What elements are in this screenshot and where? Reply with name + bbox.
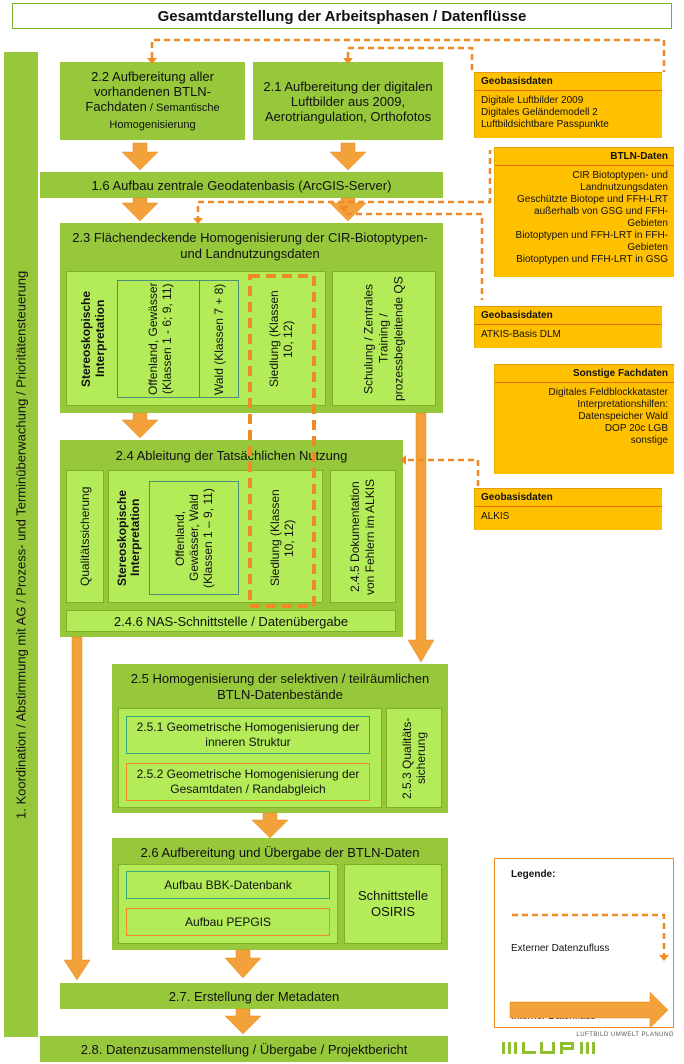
side-line: ATKIS-Basis DLM bbox=[481, 329, 561, 340]
side-geobasis-3-head: Geobasisdaten bbox=[475, 489, 662, 507]
side-line: Geschützte Biotope und FFH-LRT außerhalb… bbox=[517, 194, 668, 229]
box-2-4-qs: Qualitätssicherung bbox=[66, 470, 104, 603]
side-geobasis-2: Geobasisdaten ATKIS-Basis DLM bbox=[474, 306, 662, 348]
box-2-3-offenland: Offenland, Gewässer (Klassen 1 - 6; 9, 1… bbox=[146, 282, 174, 396]
box-2-4-offenland: Offenland, Gewässer, Wald (Klassen 1 – 9… bbox=[149, 481, 239, 595]
box-2-4-siedlung: Siedlung (Klassen 10, 12) bbox=[268, 489, 296, 587]
box-2-6-osiris: Schnittstelle OSIRIS bbox=[344, 864, 442, 944]
box-2-1: 2.1 Aufbereitung der digitalen Luftbilde… bbox=[253, 62, 443, 140]
side-geobasis-2-body: ATKIS-Basis DLM bbox=[475, 325, 662, 345]
box-2-4-stereo: Stereoskopische Interpretation bbox=[115, 489, 142, 586]
box-2-5-title: 2.5 Homogenisierung der selektiven / tei… bbox=[130, 671, 430, 702]
side-geobasis-1-body: Digitale Luftbilder 2009 Digitales Gelän… bbox=[475, 91, 662, 135]
side-line: Digitale Luftbilder 2009 bbox=[481, 95, 584, 106]
sidebar-coordination: 1. Koordination / Abstimmung mit AG / Pr… bbox=[4, 52, 38, 1037]
side-line: sonstige bbox=[630, 435, 668, 446]
box-2-3-stereo: Stereoskopische Interpretation bbox=[79, 290, 107, 387]
box-2-3: 2.3 Flächendeckende Homogenisierung der … bbox=[60, 223, 443, 413]
logo-mark-icon bbox=[502, 1042, 595, 1054]
box-2-6: 2.6 Aufbereitung und Übergabe der BTLN-D… bbox=[112, 838, 448, 950]
box-2-3-group bbox=[117, 280, 239, 398]
side-geobasis-2-head: Geobasisdaten bbox=[475, 307, 662, 325]
side-btln-body: CIR Biotoptypen- und Landnutzungsdaten G… bbox=[495, 166, 674, 270]
side-geobasis-3-body: ALKIS bbox=[475, 507, 662, 527]
box-2-5-item2: 2.5.2 Geometrische Homogenisierung der G… bbox=[126, 763, 370, 801]
box-2-5: 2.5 Homogenisierung der selektiven / tei… bbox=[112, 664, 448, 813]
box-2-3-divider bbox=[199, 280, 200, 398]
side-line: Interpretationshilfen: bbox=[577, 399, 668, 410]
box-2-6-bbk: Aufbau BBK-Datenbank bbox=[126, 871, 330, 899]
box-2-6-panel bbox=[118, 864, 338, 944]
box-2-5-item1: 2.5.1 Geometrische Homogenisierung der i… bbox=[126, 716, 370, 754]
side-line: Biotoptypen und FFH-LRT in GSG bbox=[516, 254, 668, 265]
box-2-8: 2.8. Datenzusammenstellung / Übergabe / … bbox=[40, 1036, 448, 1062]
side-geobasis-3: Geobasisdaten ALKIS bbox=[474, 488, 662, 530]
side-line: ALKIS bbox=[481, 511, 510, 522]
box-2-2-sub: / Semantische Homogenisierung bbox=[109, 102, 220, 131]
side-line: DOP 20c LGB bbox=[604, 423, 668, 434]
legend-external-label: Externer Datenzufluss bbox=[511, 943, 610, 954]
box-2-3-title: 2.3 Flächendeckende Homogenisierung der … bbox=[72, 230, 428, 261]
box-2-3-panel: Stereoskopische Interpretation Offenland… bbox=[66, 271, 326, 406]
side-line: Digitales Geländemodell 2 bbox=[481, 107, 598, 118]
side-line: Datenspeicher Wald bbox=[578, 411, 668, 422]
page-title: Gesamtdarstellung der Arbeitsphasen / Da… bbox=[12, 3, 672, 29]
box-2-2: 2.2 Aufbereitung aller vorhandenen BTLN-… bbox=[60, 62, 245, 140]
side-line: CIR Biotoptypen- und Landnutzungsdaten bbox=[572, 170, 668, 193]
box-2-4: 2.4 Ableitung der Tatsächlichen Nutzung … bbox=[60, 440, 403, 637]
side-btln-head: BTLN-Daten bbox=[495, 148, 674, 166]
box-2-4-panel: Stereoskopische Interpretation Offenland… bbox=[108, 470, 323, 603]
box-2-7: 2.7. Erstellung der Metadaten bbox=[60, 983, 448, 1009]
side-sonstige-head: Sonstige Fachdaten bbox=[495, 365, 674, 383]
side-sonstige: Sonstige Fachdaten Digitales Feldblockka… bbox=[494, 364, 674, 474]
company-logo: LUFTBILD UMWELT PLANUNG bbox=[500, 1032, 680, 1062]
box-1-6: 1.6 Aufbau zentrale Geodatenbasis (ArcGI… bbox=[40, 172, 443, 198]
box-2-3-wald: Wald (Klassen 7 + 8) bbox=[212, 283, 226, 395]
side-line: Biotoptypen und FFH-LRT in FFH-Gebieten bbox=[515, 230, 668, 253]
box-2-3-siedlung: Siedlung (Klassen 10, 12) bbox=[267, 290, 295, 388]
box-2-6-pepgis: Aufbau PEPGIS bbox=[126, 908, 330, 936]
legend-title: Legende: bbox=[511, 869, 556, 880]
side-line: Luftbildsichtbare Passpunkte bbox=[481, 119, 609, 130]
box-2-4-title: 2.4 Ableitung der Tatsächlichen Nutzung bbox=[115, 447, 348, 463]
legend: Legende: Externer Datenzufluss Interner … bbox=[494, 858, 674, 1028]
box-2-4-nas: 2.4.6 NAS-Schnittstelle / Datenübergabe bbox=[66, 610, 396, 632]
box-2-6-title: 2.6 Aufbereitung und Übergabe der BTLN-D… bbox=[140, 844, 420, 860]
box-2-2-main: 2.2 Aufbereitung aller vorhandenen BTLN-… bbox=[85, 69, 214, 114]
side-btln: BTLN-Daten CIR Biotoptypen- und Landnutz… bbox=[494, 147, 674, 277]
box-2-3-schulung: Schulung / Zentrales Training / prozessb… bbox=[332, 271, 436, 406]
side-geobasis-1: Geobasisdaten Digitale Luftbilder 2009 D… bbox=[474, 72, 662, 138]
side-line: Digitales Feldblockkataster bbox=[548, 387, 669, 398]
box-2-5-qs: 2.5.3 Qualitäts-sicherung bbox=[386, 708, 442, 808]
logo-caption: LUFTBILD UMWELT PLANUNG bbox=[576, 1032, 674, 1038]
legend-internal-label: Interner Datenfluss bbox=[511, 1011, 596, 1022]
box-2-4-doku: 2.4.5 Dokumentation von Fehlern im ALKIS bbox=[330, 470, 396, 603]
side-sonstige-body: Digitales Feldblockkataster Interpretati… bbox=[495, 383, 674, 451]
side-geobasis-1-head: Geobasisdaten bbox=[475, 73, 662, 91]
